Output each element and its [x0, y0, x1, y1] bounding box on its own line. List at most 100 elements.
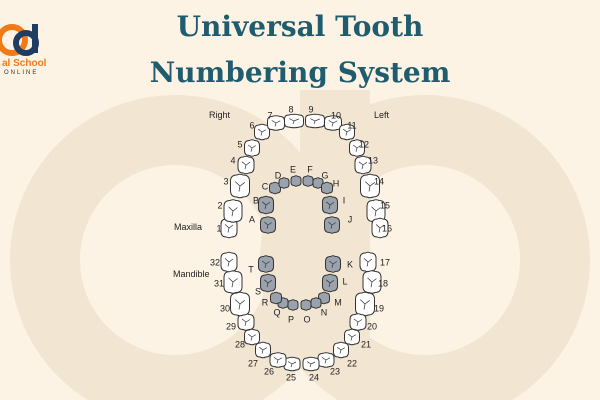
primary-tooth-G — [312, 177, 324, 189]
primary-tooth-label-R: R — [262, 297, 269, 307]
primary-tooth-N — [310, 297, 322, 309]
primary-tooth-label-C: C — [262, 181, 269, 191]
permanent-tooth-32-fissure — [224, 258, 234, 267]
permanent-tooth-31-fissure — [228, 277, 238, 288]
permanent-tooth-label-15: 15 — [380, 200, 390, 210]
permanent-tooth-25-fissure — [287, 361, 297, 368]
primary-tooth-D — [278, 177, 290, 189]
permanent-tooth-label-24: 24 — [309, 372, 319, 382]
permanent-tooth-15-fissure — [371, 206, 381, 217]
permanent-tooth-13-fissure — [358, 161, 368, 170]
permanent-tooth-4-fissure — [241, 161, 251, 170]
permanent-tooth-label-5: 5 — [237, 139, 242, 149]
permanent-tooth-label-10: 10 — [331, 110, 341, 120]
permanent-tooth-label-13: 13 — [368, 155, 378, 165]
primary-tooth-label-N: N — [321, 307, 328, 317]
permanent-tooth-label-21: 21 — [361, 339, 371, 349]
permanent-tooth-8-fissure — [289, 118, 299, 125]
primary-tooth-F — [302, 175, 314, 187]
primary-tooth-T-fissure — [262, 260, 270, 268]
permanent-tooth-label-14: 14 — [374, 176, 384, 186]
page-title-line2: Numbering System — [149, 56, 451, 89]
permanent-tooth-label-25: 25 — [286, 372, 296, 382]
primary-tooth-H — [321, 181, 333, 195]
primary-tooth-label-A: A — [249, 214, 255, 224]
permanent-tooth-label-23: 23 — [330, 366, 340, 376]
label-maxilla: Maxilla — [174, 222, 203, 232]
primary-tooth-B-fissure — [262, 201, 270, 210]
permanent-tooth-label-8: 8 — [288, 104, 293, 114]
permanent-tooth-label-30: 30 — [220, 303, 230, 313]
primary-tooth-label-S: S — [255, 286, 261, 296]
permanent-tooth-23-fissure — [321, 357, 331, 364]
permanent-tooth-label-3: 3 — [223, 176, 228, 186]
logo-text: al School — [2, 58, 47, 69]
permanent-tooth-22-fissure — [337, 346, 345, 354]
label-left: Left — [374, 110, 390, 120]
permanent-tooth-label-11: 11 — [347, 120, 356, 130]
permanent-tooth-27-fissure — [259, 346, 267, 354]
primary-tooth-P — [287, 299, 299, 311]
logo-subtext: ONLINE — [4, 70, 39, 76]
permanent-tooth-label-18: 18 — [378, 278, 388, 288]
permanent-tooth-30-fissure — [235, 299, 245, 310]
primary-tooth-label-Q: Q — [273, 307, 280, 317]
permanent-tooth-17-fissure — [363, 258, 373, 267]
permanent-tooth-14-fissure — [365, 181, 375, 192]
primary-tooth-J-fissure — [328, 221, 336, 229]
permanent-tooth-28-fissure — [248, 333, 256, 341]
permanent-tooth-6-fissure — [258, 128, 266, 136]
primary-tooth-I-fissure — [326, 201, 334, 210]
primary-tooth-label-M: M — [334, 297, 342, 307]
permanent-tooth-label-16: 16 — [382, 223, 392, 233]
permanent-tooth-9-fissure — [310, 118, 320, 125]
primary-tooth-label-L: L — [342, 276, 347, 286]
permanent-tooth-label-19: 19 — [374, 303, 384, 313]
permanent-tooth-label-17: 17 — [380, 257, 390, 267]
permanent-tooth-29-fissure — [241, 318, 251, 326]
permanent-tooth-label-27: 27 — [248, 358, 258, 368]
permanent-tooth-label-31: 31 — [214, 278, 224, 288]
permanent-tooth-label-28: 28 — [235, 339, 245, 349]
permanent-tooth-label-29: 29 — [226, 321, 236, 331]
permanent-tooth-label-1: 1 — [216, 223, 221, 233]
permanent-tooth-label-2: 2 — [217, 200, 222, 210]
permanent-tooth-10-fissure — [328, 120, 338, 127]
permanent-tooth-label-12: 12 — [359, 139, 369, 149]
primary-tooth-label-E: E — [290, 164, 296, 174]
primary-tooth-K-fissure — [329, 260, 337, 268]
permanent-tooth-11-fissure — [343, 128, 351, 136]
permanent-tooth-18-fissure — [367, 277, 377, 288]
permanent-tooth-12-fissure — [353, 144, 361, 152]
primary-tooth-label-T: T — [248, 264, 254, 274]
permanent-tooth-1-fissure — [224, 224, 234, 233]
primary-tooth-label-P: P — [288, 314, 294, 324]
primary-tooth-label-H: H — [333, 178, 340, 188]
primary-tooth-A-fissure — [264, 221, 272, 229]
permanent-tooth-5-fissure — [248, 144, 256, 152]
permanent-tooth-label-9: 9 — [308, 104, 313, 114]
primary-tooth-label-G: G — [321, 170, 328, 180]
primary-tooth-C — [269, 181, 281, 195]
permanent-tooth-26-fissure — [273, 357, 283, 364]
primary-tooth-L-fissure — [326, 279, 334, 288]
permanent-tooth-20-fissure — [353, 318, 363, 326]
primary-tooth-label-I: I — [343, 195, 346, 205]
permanent-tooth-label-32: 32 — [210, 257, 220, 267]
primary-tooth-R — [270, 291, 282, 305]
primary-tooth-E — [290, 175, 302, 187]
permanent-tooth-label-7: 7 — [267, 110, 272, 120]
logo-icon — [0, 24, 39, 56]
page-title-line1: Universal Tooth — [176, 10, 424, 43]
permanent-tooth-label-6: 6 — [249, 120, 254, 130]
permanent-tooth-7-fissure — [271, 120, 281, 127]
label-mandible: Mandible — [173, 269, 210, 279]
permanent-tooth-label-26: 26 — [264, 366, 274, 376]
primary-tooth-label-K: K — [347, 259, 353, 269]
primary-tooth-label-D: D — [275, 170, 282, 180]
permanent-tooth-label-4: 4 — [230, 155, 235, 165]
permanent-tooth-24-fissure — [306, 361, 316, 368]
permanent-tooth-16-fissure — [375, 224, 385, 233]
primary-tooth-label-F: F — [307, 164, 313, 174]
